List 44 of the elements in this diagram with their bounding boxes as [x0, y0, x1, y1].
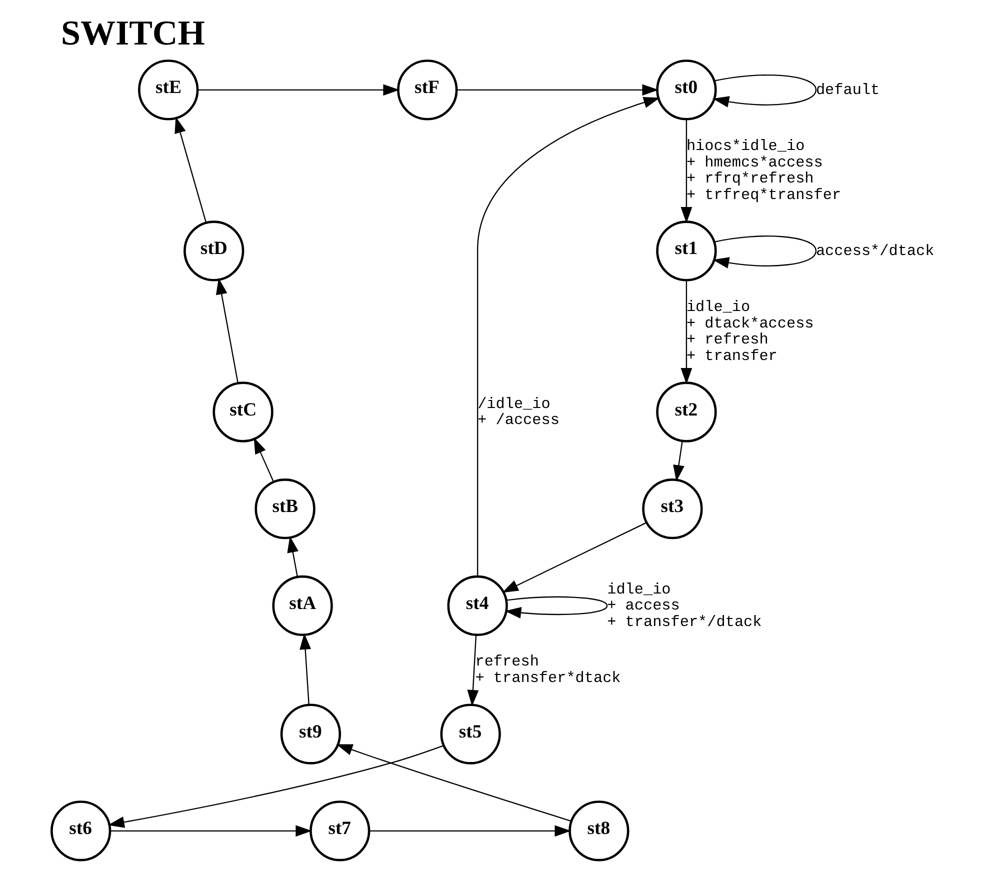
node-circle: stE	[138, 60, 199, 120]
edge-label: idle_io + access + transfer*/dtack	[607, 580, 762, 631]
edge-label: default	[816, 80, 880, 99]
arrow	[673, 440, 684, 482]
arrow	[287, 536, 298, 577]
arrow	[300, 633, 312, 705]
arrow	[336, 744, 572, 822]
edge-label: refresh + transfer*dtack	[475, 652, 621, 688]
arrow	[680, 280, 692, 384]
arrow	[456, 84, 659, 96]
node-circle: stF	[397, 60, 458, 120]
node-circle: st4	[447, 575, 508, 636]
arrow	[680, 119, 692, 224]
node-circle: st3	[642, 478, 703, 540]
arrow	[369, 825, 572, 837]
node-circle: st6	[50, 800, 112, 862]
node-circle: st1	[656, 220, 717, 282]
edge-label: idle_io + dtack*access + refresh + transfer	[686, 298, 814, 365]
node-circle: st0	[656, 60, 717, 120]
arrow	[712, 236, 817, 268]
node-circle: stD	[184, 220, 244, 282]
arrow	[502, 522, 647, 593]
arrow	[198, 84, 400, 96]
node-circle: stC	[212, 382, 274, 442]
node-circle: st5	[440, 704, 501, 764]
edge-label: /idle_io + /access	[478, 394, 560, 430]
diagram-title: SWITCH	[61, 13, 205, 52]
node-circle: st2	[656, 382, 717, 442]
node-circle: st9	[280, 704, 342, 764]
arrow	[110, 825, 312, 837]
arrow	[174, 116, 207, 222]
arrow	[712, 74, 817, 108]
node-circle: st8	[568, 800, 630, 862]
node-circle: stB	[254, 478, 316, 540]
edge-label: access*/dtack	[816, 242, 934, 260]
arrow	[467, 634, 479, 706]
edge-label: hiocs*idle_io + hmemcs*access + rfrq*refresh + trfreq*transfer	[686, 136, 842, 204]
node-circle: st7	[310, 800, 370, 862]
node-circle: stA	[272, 575, 333, 636]
arrow	[254, 437, 274, 482]
arrow	[504, 596, 608, 618]
arrow	[216, 278, 238, 384]
arrow	[108, 744, 444, 828]
arrow	[477, 96, 660, 576]
